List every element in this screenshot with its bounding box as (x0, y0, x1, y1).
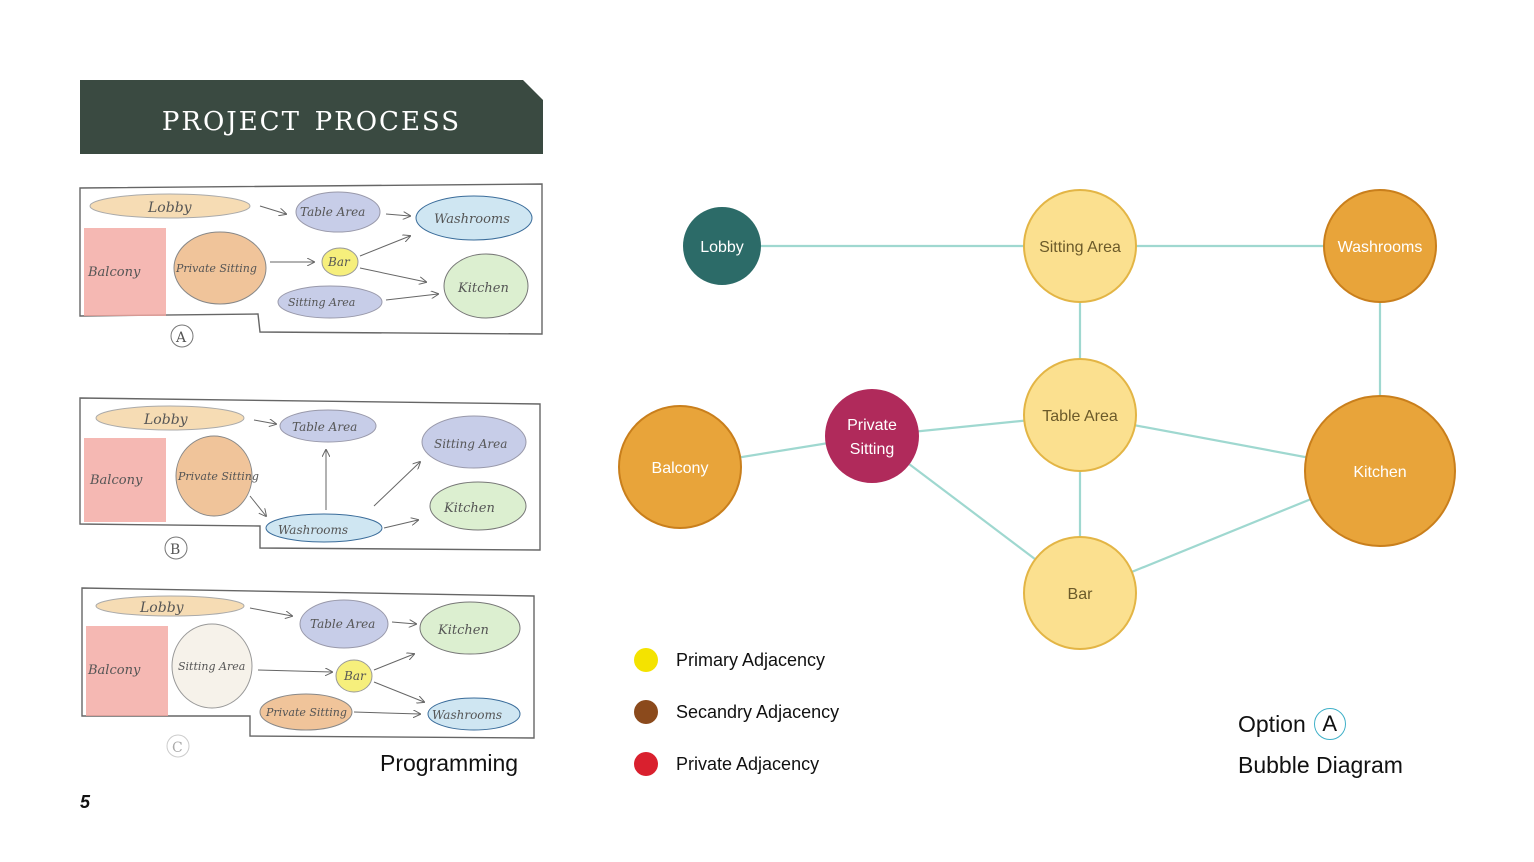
bubble-circle (1023, 536, 1137, 650)
sketch-room: Balcony (87, 265, 141, 280)
sketch-room: Washrooms (432, 708, 502, 722)
legend-dot (634, 648, 658, 672)
bubble-label: Sitting Area (1039, 239, 1121, 256)
sketch-room: Bar (327, 255, 351, 269)
bubble-label: Lobby (700, 239, 744, 256)
sketch-room: Sitting Area (434, 437, 507, 451)
sketch-room: Private Sitting (175, 262, 257, 275)
sketch-room: Table Area (292, 420, 357, 434)
legend-item-secondary: Secandry Adjacency (634, 700, 839, 724)
bubble-label: Balcony (652, 460, 709, 477)
sketch-b: Lobby Table Area Sitting Area Balcony Pr… (79, 397, 541, 560)
bubble-bar: Bar (1023, 536, 1137, 650)
sketch-room: Lobby (139, 600, 185, 616)
bubble-circle (1023, 358, 1137, 472)
sketch-room: Lobby (143, 412, 189, 428)
page-number: 5 (80, 792, 91, 812)
bubble-label: Sitting (850, 441, 894, 458)
sketch-room: Kitchen (437, 623, 489, 638)
bubble-circle (1304, 395, 1456, 547)
bubble-circle (618, 405, 742, 529)
sketch-room: Table Area (300, 205, 365, 219)
option-text: Option (1238, 710, 1306, 737)
legend-item-private: Private Adjacency (634, 752, 819, 776)
sketch-room: Private Sitting (177, 470, 259, 483)
bubble-sitting: Sitting Area (1023, 189, 1137, 303)
diagram-subtitle: Bubble Diagram (1238, 752, 1403, 778)
bubble-label: Table Area (1042, 408, 1118, 425)
sketch-room: Bar (343, 669, 367, 683)
bubble-lobby: Lobby (683, 207, 761, 285)
sketch-option-label: A (175, 330, 187, 346)
sketch-room: Kitchen (457, 281, 509, 296)
bubble-circle (1323, 189, 1437, 303)
bubble-circle (825, 389, 919, 483)
legend-label: Secandry Adjacency (676, 701, 840, 722)
sketch-a: Lobby Table Area Washrooms Balcony Priva… (79, 183, 543, 348)
sketch-room: Washrooms (278, 523, 348, 537)
sketch-room: Private Sitting (265, 706, 347, 719)
bubble-label: Private (847, 417, 897, 434)
page-title: Project Process (161, 95, 462, 139)
sketch-room: Sitting Area (178, 660, 245, 673)
programming-sketches: Lobby Table Area Washrooms Balcony Priva… (79, 183, 543, 758)
sketch-c: Lobby Table Area Kitchen Balcony Sitting… (81, 587, 535, 758)
bubble-circle (1023, 189, 1137, 303)
bubble-kitchen: Kitchen (1304, 395, 1456, 547)
sketch-option-label: B (170, 542, 180, 558)
title-banner: Project Process (80, 80, 543, 154)
bubble-label: Kitchen (1353, 464, 1406, 481)
legend-item-primary: Primary Adjacency (634, 648, 825, 672)
bubble-circle (683, 207, 761, 285)
bubble-label: Bar (1068, 586, 1094, 603)
bubble-diagram: Lobby Sitting Area WashroomsPrivateSitting… (618, 189, 1456, 650)
legend-dot (634, 752, 658, 776)
sketch-room: Kitchen (443, 501, 495, 516)
sketch-room: Balcony (87, 663, 141, 678)
bubble-balcony: Balcony (618, 405, 742, 529)
sketch-room: Table Area (310, 617, 375, 631)
legend-label: Primary Adjacency (676, 649, 826, 670)
sketch-room: Lobby (147, 200, 193, 216)
sketch-room: Washrooms (434, 212, 510, 227)
legend-label: Private Adjacency (676, 753, 820, 774)
sketch-room: Balcony (89, 473, 143, 488)
bubble-label: Washrooms (1338, 239, 1423, 256)
legend-dot (634, 700, 658, 724)
option-circle: A (1313, 708, 1346, 740)
sketch-room: Sitting Area (288, 296, 355, 309)
bubble-table: Table Area (1023, 358, 1137, 472)
option-label: Option A (1238, 708, 1346, 740)
programming-caption: Programming (380, 750, 519, 776)
bubble-washrooms: Washrooms (1323, 189, 1437, 303)
sketch-option-label: C (172, 740, 183, 756)
